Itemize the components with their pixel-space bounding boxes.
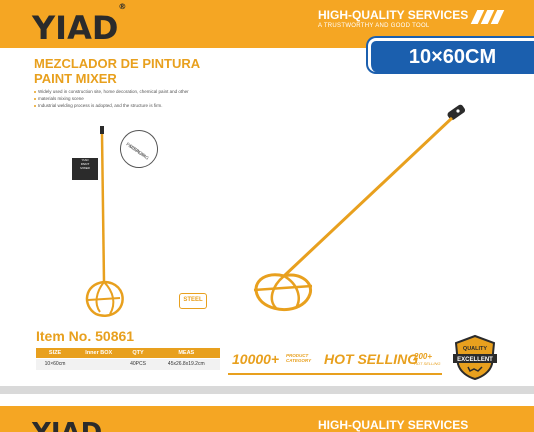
services-tagline: A TRUSTWORTHY AND GOOD TOOL — [318, 23, 430, 29]
size-badge: 10×60CM — [368, 38, 534, 72]
large-mixer-image — [253, 104, 466, 312]
feature-item: Widely used in construction site, home d… — [34, 88, 234, 95]
divider-bar — [0, 386, 534, 394]
footer-logo: YIAD — [32, 418, 102, 432]
promo-underline — [228, 373, 442, 375]
services-headline: HIGH-QUALITY SERVICES — [318, 8, 469, 22]
col-inner-box: Inner BOX — [74, 348, 124, 358]
quality-excellent-badge-icon: QUALITY EXCELLENT — [453, 334, 497, 380]
product-illustration — [85, 104, 466, 317]
product-count-label: PRODUCT CATEGORY — [286, 353, 312, 363]
product-count: 10000+ — [232, 351, 280, 367]
small-mixer-image — [85, 126, 124, 317]
footer-services: HIGH-QUALITY SERVICES — [318, 418, 469, 432]
feature-item: materials mixing scene — [34, 95, 234, 102]
table-row: 10×60cm 40PCS 45x26.8x19.2cm — [36, 357, 220, 370]
spec-table-header: SIZE Inner BOX QTY MEAS — [36, 348, 220, 358]
item-number: Item No. 50861 — [36, 328, 135, 344]
cell-size: 10×60cm — [36, 357, 75, 370]
badge-main-text: EXCELLENT — [457, 357, 493, 363]
col-qty: QTY — [123, 348, 153, 358]
bottom-banner — [0, 406, 534, 432]
package-label: YIAD PAINT MIXER — [72, 158, 98, 180]
badge-top-text: QUALITY — [463, 346, 487, 352]
promo-strip: 10000+ PRODUCT CATEGORY HOT SELLING 200+… — [228, 345, 442, 375]
cell-inner-box — [74, 357, 124, 370]
feature-list: Widely used in construction site, home d… — [34, 88, 234, 109]
top-banner: YIAD® HIGH-QUALITY SERVICES A TRUSTWORTH… — [0, 0, 534, 48]
cell-meas: 45x26.8x19.2cm — [152, 357, 220, 370]
product-title-english: PAINT MIXER — [34, 71, 117, 86]
cell-qty: 40PCS — [123, 357, 153, 370]
col-meas: MEAS — [152, 348, 220, 358]
steel-material-tag: STEEL — [179, 293, 207, 309]
product-title-spanish: MEZCLADOR DE PINTURA — [34, 56, 201, 71]
col-size: SIZE — [36, 348, 75, 358]
hot-selling-count: 200+ — [414, 352, 433, 361]
spec-table: SIZE Inner BOX QTY MEAS 10×60cm 40PCS 45… — [36, 348, 220, 370]
feature-item: Industrial welding process is adopted, a… — [34, 102, 234, 109]
hot-selling-sub: HOT SELLING — [414, 361, 441, 366]
brand-logo: YIAD® — [32, 2, 127, 47]
hot-selling-label: HOT SELLING — [324, 351, 419, 367]
